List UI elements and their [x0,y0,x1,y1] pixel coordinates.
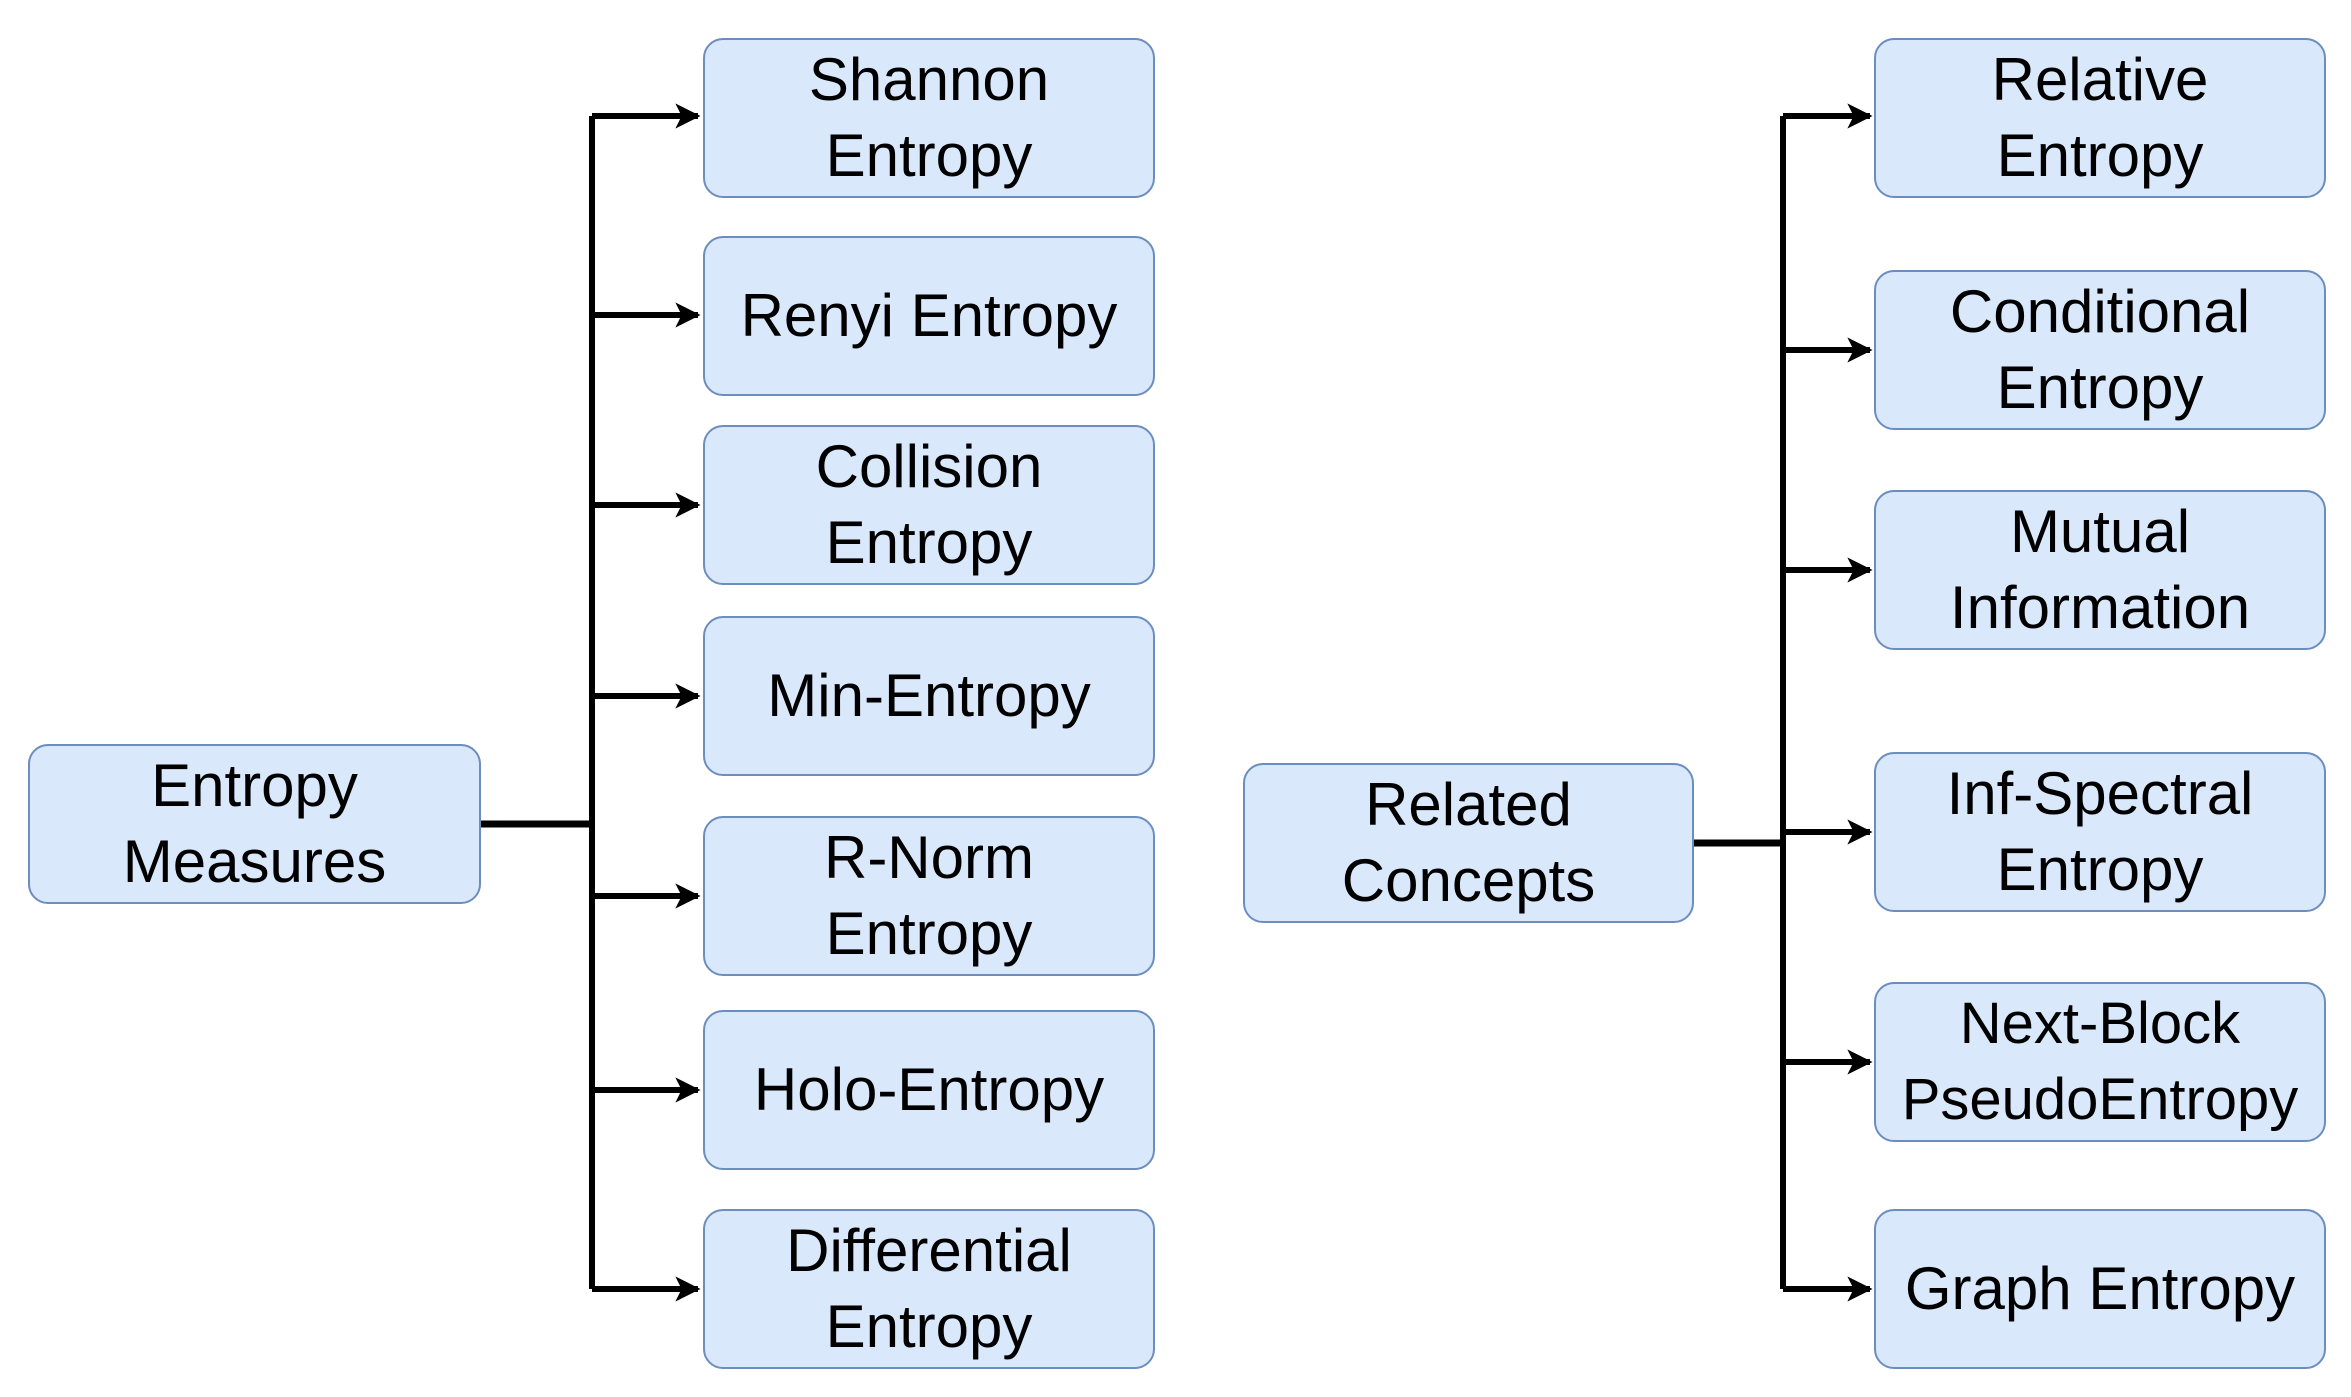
node-graph-entropy: Graph Entropy [1874,1209,2326,1369]
root-node-entropy-measures: Entropy Measures [28,744,481,904]
node-r-norm-entropy: R-Norm Entropy [703,816,1155,976]
node-renyi-entropy: Renyi Entropy [703,236,1155,396]
node-conditional-entropy: Conditional Entropy [1874,270,2326,430]
node-differential-entropy: Differential Entropy [703,1209,1155,1369]
node-shannon-entropy: Shannon Entropy [703,38,1155,198]
node-holo-entropy: Holo-Entropy [703,1010,1155,1170]
node-inf-spectral-entropy: Inf-Spectral Entropy [1874,752,2326,912]
node-collision-entropy: Collision Entropy [703,425,1155,585]
related-concepts-connectors [1694,103,1873,1302]
node-relative-entropy: Relative Entropy [1874,38,2326,198]
node-min-entropy: Min-Entropy [703,616,1155,776]
node-mutual-information: Mutual Information [1874,490,2326,650]
root-node-related-concepts: Related Concepts [1243,763,1694,923]
node-next-block-pseudoentropy: Next-Block PseudoEntropy [1874,982,2326,1142]
entropy-measures-connectors [481,103,701,1302]
